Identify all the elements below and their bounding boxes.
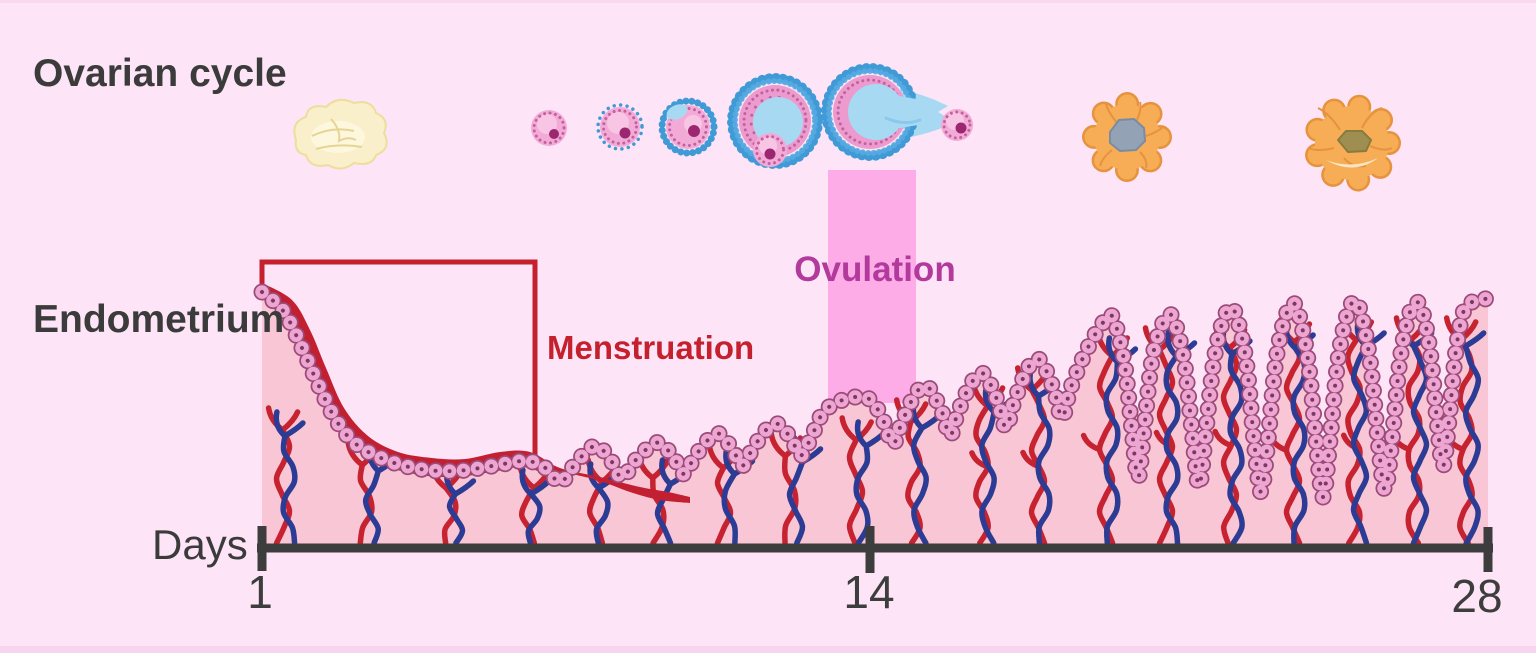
ovulation-band <box>828 170 916 403</box>
artery-squiggle <box>1142 325 1178 546</box>
artery-squiggle <box>1443 315 1479 546</box>
released-egg-illustration <box>941 109 973 141</box>
graafian-follicle-illustration <box>727 73 823 169</box>
day-14-tick-label: 14 <box>843 566 895 618</box>
corpus-luteum-late-illustration <box>1303 94 1401 192</box>
artery-squiggle <box>969 381 1006 546</box>
day-axis <box>257 526 1493 573</box>
endometrium-label: Endometrium <box>33 298 285 341</box>
corpus-albicans-illustration <box>293 98 388 170</box>
days-axis-label: Days <box>152 521 248 568</box>
ovarian-cycle-label: Ovarian cycle <box>33 52 287 95</box>
ovarian-cycle-row <box>293 63 1401 192</box>
vein-squiggle <box>273 409 306 546</box>
bottom-border-strip <box>0 646 1536 653</box>
artery-squiggle <box>1080 331 1131 546</box>
endometrium-illustration <box>253 283 1497 548</box>
corpus-luteum-early-illustration <box>1082 92 1172 182</box>
day-28-tick-label: 28 <box>1451 570 1503 622</box>
secondary-follicle-illustration <box>658 97 718 157</box>
menstruation-bracket <box>259 259 538 457</box>
epithelium-cell-nuclei <box>260 290 1490 500</box>
day-1-tick-label: 1 <box>247 566 273 618</box>
ovulation-label: Ovulation <box>794 250 956 289</box>
menstruation-label: Menstruation <box>547 329 755 366</box>
primordial-follicle-illustration <box>531 110 567 146</box>
top-border-strip <box>0 0 1536 3</box>
primary-follicle-illustration <box>596 103 644 151</box>
ovulating-follicle-illustration <box>821 63 955 161</box>
